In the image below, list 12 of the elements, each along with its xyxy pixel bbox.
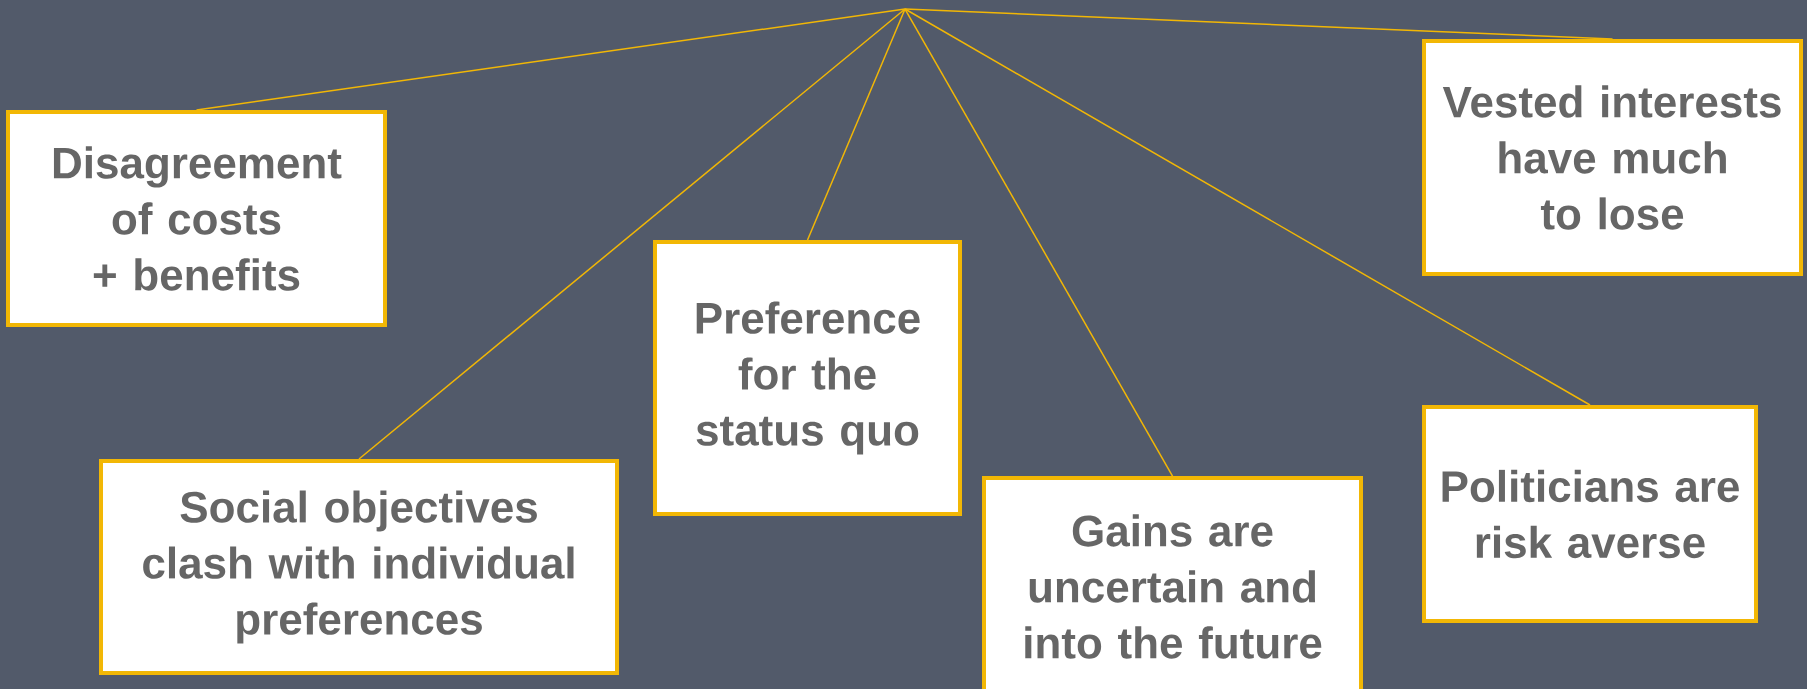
text-box: Social objectives clash with individual preferences bbox=[99, 459, 619, 675]
connector-line bbox=[358, 8, 906, 460]
text-box: Disagreement of costs + benefits bbox=[6, 110, 387, 327]
text-box: Vested interests have much to lose bbox=[1422, 39, 1803, 276]
connector-line bbox=[904, 8, 1591, 406]
connector-line bbox=[806, 8, 906, 241]
text-box: Gains are uncertain and into the future bbox=[982, 476, 1363, 689]
connector-line bbox=[904, 8, 1174, 477]
text-box: Politicians are risk averse bbox=[1422, 405, 1758, 623]
connector-line bbox=[195, 8, 906, 111]
text-box: Preference for the status quo bbox=[653, 240, 962, 516]
connector-line bbox=[904, 8, 1614, 40]
